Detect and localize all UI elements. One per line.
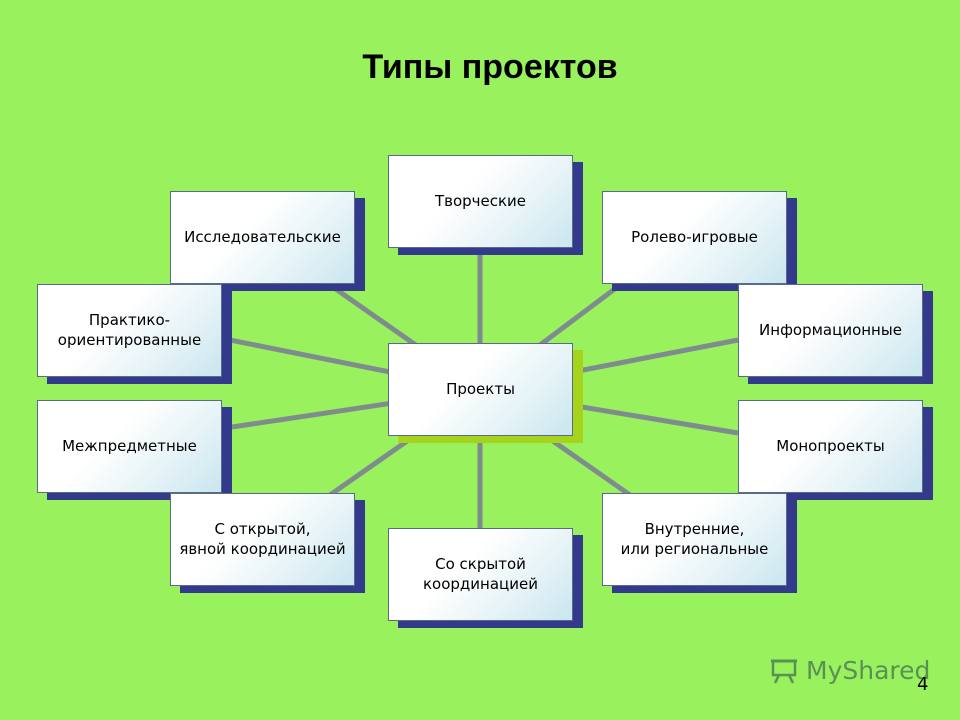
node-label: Внутренние, или региональные <box>620 520 769 558</box>
node-skrytoj: Со скрытой координацией <box>388 528 573 621</box>
node-informacionnye: Информационные <box>738 284 923 377</box>
node-monoproekty: Монопроекты <box>738 400 923 493</box>
node-label: Со скрытой координацией <box>423 555 538 593</box>
page-number: 4 <box>917 674 929 695</box>
node-label: Межпредметные <box>62 436 197 455</box>
watermark-text: MyShared <box>806 656 931 685</box>
node-label: Ролево-игровые <box>631 227 758 246</box>
node-vnutrennie: Внутренние, или региональные <box>602 493 787 586</box>
node-praktiko: Практико- ориентированные <box>37 284 222 377</box>
node-center-proekty: Проекты <box>388 343 573 436</box>
node-label: С открытой, явной координацией <box>179 520 346 558</box>
node-tvorcheskie: Творческие <box>388 155 573 248</box>
node-label: Информационные <box>759 320 902 339</box>
page-title: Типы проектов <box>362 48 618 86</box>
presentation-board-icon <box>771 659 797 684</box>
node-otkrytoj: С открытой, явной координацией <box>170 493 355 586</box>
node-mezhpredmetnye: Межпредметные <box>37 400 222 493</box>
node-label: Творческие <box>434 191 527 210</box>
node-issledovatelskie: Исследовательские <box>170 191 355 284</box>
watermark-logo: MyShared <box>770 656 930 685</box>
node-label: Монопроекты <box>776 436 885 455</box>
node-label: Исследовательские <box>184 227 341 246</box>
node-rolevo: Ролево-игровые <box>602 191 787 284</box>
center-label: Проекты <box>446 379 515 398</box>
node-label: Практико- ориентированные <box>57 311 202 349</box>
